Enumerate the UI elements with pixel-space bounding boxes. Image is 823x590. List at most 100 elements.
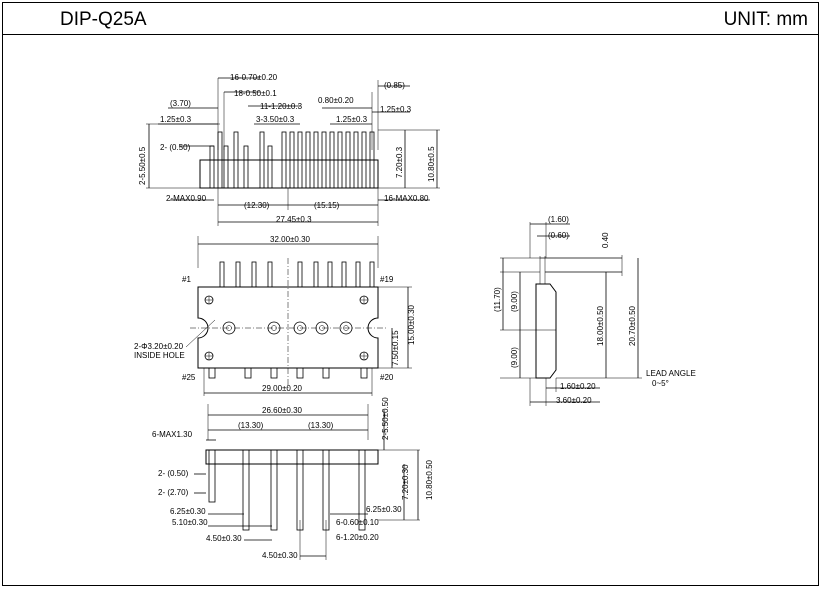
top-view-pin (305, 131, 311, 189)
plan-view-pin-top (235, 261, 241, 288)
dim-450-b: 4.50±0.30 (262, 551, 298, 560)
dim-side-040: 0.40 (601, 232, 610, 248)
dim-6-060: 6-0.60±0.10 (336, 518, 379, 527)
title-bar: DIP-Q25A UNIT: mm (3, 3, 818, 35)
plan-view-pin-top (267, 261, 273, 288)
side-view: (1.60) (0.60) 0.40 (11.70) (9.00) (9.00)… (493, 215, 696, 406)
pin-19-label: #19 (380, 275, 394, 284)
pin-20-label: #20 (380, 373, 394, 382)
plan-view-pin-bottom (244, 367, 252, 379)
inside-hole-note: INSIDE HOLE (134, 351, 185, 360)
dim-450-a: 4.50±0.30 (206, 534, 242, 543)
bottom-view-pin (270, 449, 278, 531)
dim-side-1170: (11.70) (493, 287, 502, 312)
top-view-pin (259, 131, 265, 189)
dim-16-070: 16-0.70±0.20 (230, 73, 278, 82)
plan-view-pin-bottom (322, 367, 330, 379)
dim-side-160-b: 1.60±0.20 (560, 382, 596, 391)
dim-085: (0.85) (384, 81, 405, 90)
top-view-pin (337, 131, 343, 189)
dim-370: (3.70) (170, 99, 191, 108)
dim-625-a: 6.25±0.30 (170, 507, 206, 516)
top-view-pin (233, 131, 239, 189)
plan-view-pin-top (369, 261, 375, 288)
top-view-pin (361, 131, 367, 189)
dim-side-900-a: (9.00) (510, 291, 519, 312)
plan-view-pin-bottom (296, 367, 304, 379)
dim-2-550: 2-5.50±0.5 (138, 146, 147, 185)
dim-side-060: (0.60) (548, 231, 569, 240)
dim-720-b: 7.20±0.30 (401, 464, 410, 500)
plan-view-pin-bottom (270, 367, 278, 379)
dim-side-2070: 20.70±0.50 (628, 305, 637, 346)
top-view-pin (329, 131, 335, 189)
dim-125-b: 1.25±0.3 (380, 105, 412, 114)
bottom-view-body (205, 449, 379, 465)
dim-side-1800: 18.00±0.50 (596, 305, 605, 346)
top-view-pin (353, 131, 359, 189)
plan-view-pin-top (297, 261, 303, 288)
dim-16-max080: 16-MAX0.80 (384, 194, 429, 203)
dim-1330-b: (13.30) (308, 421, 334, 430)
dim-18-050: 18-0.50±0.1 (234, 89, 277, 98)
dim-720: 7.20±0.3 (395, 146, 404, 178)
top-view-pin (321, 131, 327, 189)
dim-750: 7.50±0.15 (391, 330, 400, 366)
bottom-view-pin (242, 449, 250, 531)
plan-view-pin-top (219, 261, 225, 288)
top-view-pin (281, 131, 287, 189)
top-view-pin (267, 145, 273, 189)
dim-1230: (12.30) (244, 201, 270, 210)
dim-1080-b: 10.80±0.50 (425, 459, 434, 500)
plan-view-pin-top (313, 261, 319, 288)
top-view-pin (223, 145, 229, 189)
pin-1-label: #1 (182, 275, 191, 284)
top-view-pin (289, 131, 295, 189)
dim-2900: 29.00±0.20 (262, 384, 303, 393)
dim-1500: 15.00±0.30 (407, 304, 416, 345)
plan-view-pin-top (341, 261, 347, 288)
dim-125-a: 1.25±0.3 (160, 115, 192, 124)
top-view-pin (243, 145, 249, 189)
dim-1330-a: (13.30) (238, 421, 264, 430)
dim-1515: (15.15) (314, 201, 340, 210)
dim-2745: 27.45±0.3 (276, 215, 312, 224)
dim-1080: 10.80±0.5 (427, 146, 436, 182)
dim-3-350: 3-3.50±0.3 (256, 115, 295, 124)
top-view-body (199, 159, 379, 189)
dim-3200: 32.00±0.30 (270, 235, 311, 244)
lead-angle-label: LEAD ANGLE (646, 369, 696, 378)
dim-6-max130: 6-MAX1.30 (152, 430, 193, 439)
dim-6-120: 6-1.20±0.20 (336, 533, 379, 542)
side-view-body (535, 283, 557, 379)
dim-2-050: 2- (0.50) (160, 143, 191, 152)
plan-view-pin-top (355, 261, 361, 288)
top-view-pin (313, 131, 319, 189)
pin-25-label: #25 (182, 373, 196, 382)
plan-view-pin-bottom (360, 367, 368, 379)
dim-510: 5.10±0.30 (172, 518, 208, 527)
dim-2660: 26.60±0.30 (262, 406, 303, 415)
dim-2-max090: 2-MAX0.90 (166, 194, 207, 203)
dim-side-160: (1.60) (548, 215, 569, 224)
dim-side-900-b: (9.00) (510, 347, 519, 368)
plan-view: 32.00±0.30 #1 #19 2-Φ3.20±0.20 INSIDE HO… (134, 235, 416, 396)
dim-side-360: 3.60±0.20 (556, 396, 592, 405)
plan-view-pin-top (327, 261, 333, 288)
package-name: DIP-Q25A (60, 9, 147, 30)
dim-2-050-b: 2- (0.50) (158, 469, 189, 478)
top-view-pin (297, 131, 303, 189)
dim-625-b: 6.25±0.30 (366, 505, 402, 514)
top-view-pin (345, 131, 351, 189)
plan-view-pin-top (251, 261, 257, 288)
bottom-view-pin (208, 449, 216, 503)
dim-2-270: 2- (2.70) (158, 488, 189, 497)
lead-angle-value: 0~5° (652, 379, 669, 388)
top-view: 16-0.70±0.20 18-0.50±0.1 (0.85) (3.70) 1… (138, 73, 440, 226)
bottom-view: 26.60±0.30 6-MAX1.30 (13.30) (13.30) 2-5… (152, 397, 434, 560)
dim-2-550-b: 2-5.50±0.50 (381, 397, 390, 440)
plan-view-pin-bottom (208, 367, 216, 379)
dim-080: 0.80±0.20 (318, 96, 354, 105)
